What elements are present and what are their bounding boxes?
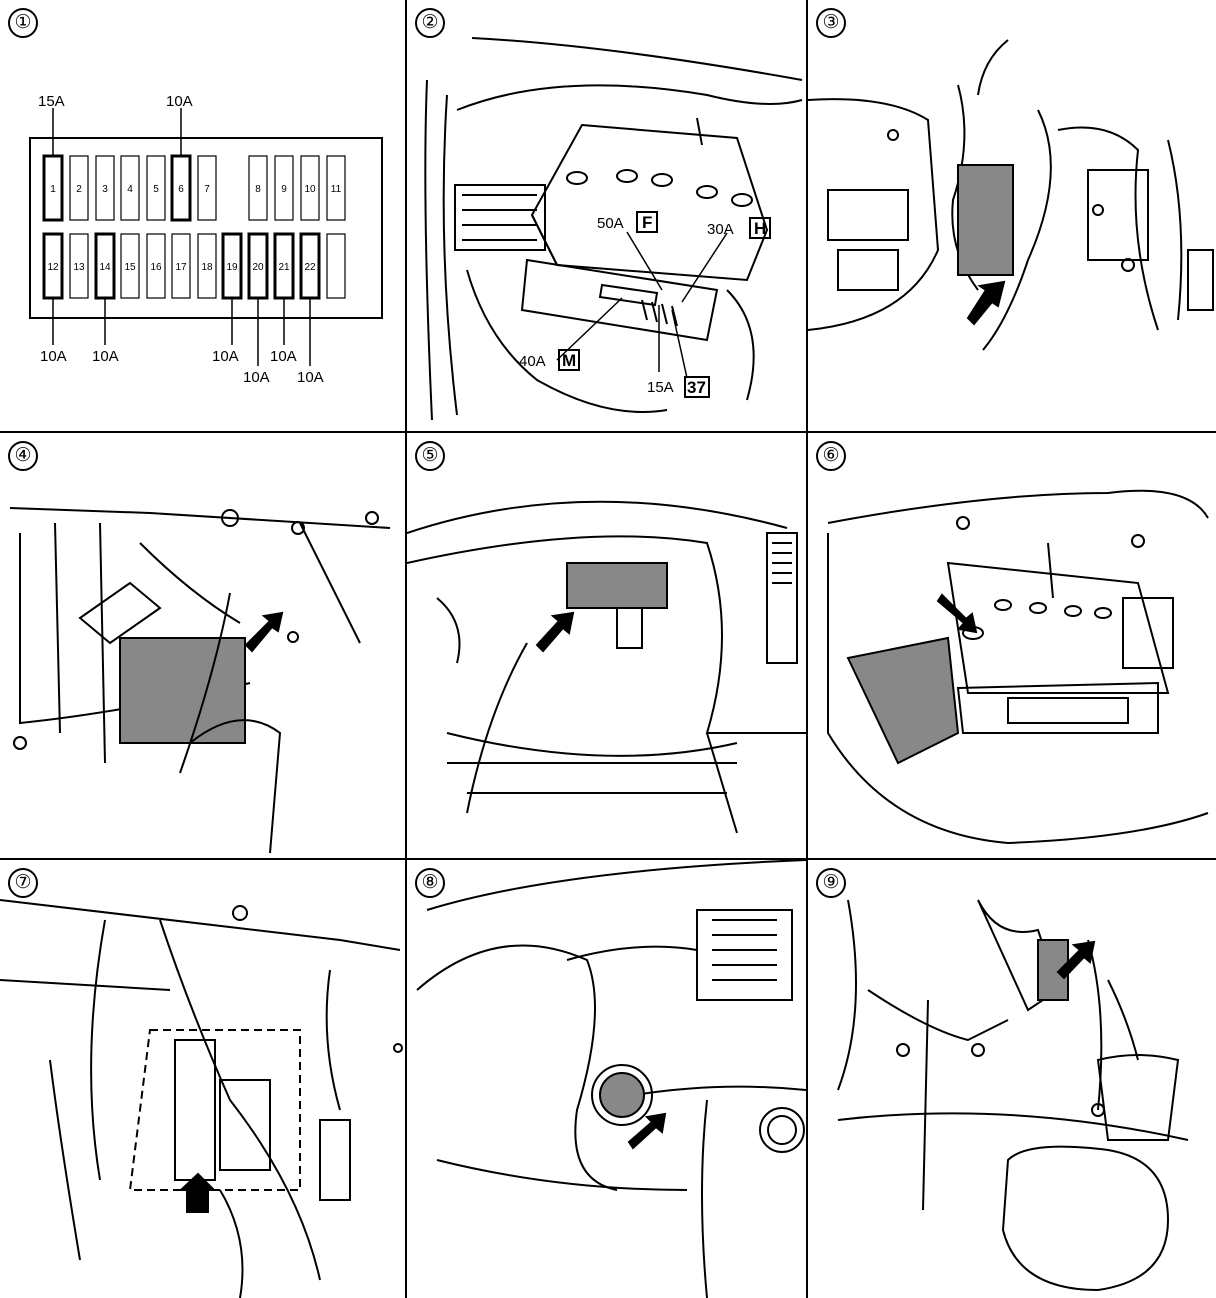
panel-9-pedal-sensor: ⑨ (808, 860, 1216, 1298)
panel-number: ⑦ (8, 868, 38, 898)
fuse-slot-number: 7 (204, 184, 210, 195)
panel-8-knee-area: ⑧ (407, 860, 806, 1298)
fuse-slot-number: 17 (175, 262, 187, 273)
panel-3-connector: ③ (808, 0, 1216, 431)
fuse-20-rating: 10A (243, 369, 270, 386)
fuse-40a-rating: 40A (519, 353, 546, 370)
knee-area-drawing (416, 860, 806, 1298)
fuse-50a-rating: 50A (597, 215, 624, 232)
fuse-37-code: 37 (687, 378, 706, 397)
fuse-slot-number: 12 (47, 262, 59, 273)
fuse-slot-number: 1 (50, 184, 56, 195)
fuse-slot-17 (171, 233, 191, 299)
fuse-slot-number: 6 (178, 184, 184, 195)
fuse-slot-number: 20 (252, 262, 264, 273)
panel-number: ⑧ (415, 868, 445, 898)
fuse-slot-4 (120, 155, 140, 221)
panel-6-relay-box: ⑥ (808, 433, 1216, 858)
fuse-slot-11 (326, 155, 346, 221)
fuse-slot-number: 5 (153, 184, 159, 195)
divider-v1 (405, 0, 407, 1298)
panel-number: ④ (8, 441, 38, 471)
fuse-12-rating: 10A (40, 348, 67, 365)
fuse-slot-number: 22 (304, 262, 316, 273)
fuse-19-rating: 10A (212, 348, 239, 365)
fuse-slot-13 (69, 233, 89, 299)
panel-5-dash-module: ⑤ (407, 433, 806, 858)
fuse-22-rating: 10A (297, 369, 324, 386)
fuse-slot-number: 3 (102, 184, 108, 195)
fuse-slot-number: 19 (226, 262, 238, 273)
panel-number: ⑥ (816, 441, 846, 471)
fuse-slot-number: 18 (201, 262, 213, 273)
fuse-6-rating: 10A (166, 93, 193, 110)
fuse-m-code: M (562, 351, 576, 370)
fuse-slot-blank (326, 233, 346, 299)
fuse-slot-number: 16 (150, 262, 162, 273)
panel-number: ① (8, 8, 38, 38)
fuse-f-code: F (642, 213, 652, 232)
pedal-sensor-drawing (837, 899, 1189, 1292)
fuse-21-rating: 10A (270, 348, 297, 365)
fuse-slot-8 (248, 155, 268, 221)
engine-bay-drawing (424, 37, 803, 421)
battery-fuse-labels: 50A F 30A H 40A M 15A 37 (519, 213, 766, 397)
fuse-slot-9 (274, 155, 294, 221)
fuse-slot-number: 14 (99, 262, 111, 273)
divider-v2 (806, 0, 808, 1298)
panel-7-under-dash: ⑦ (0, 860, 405, 1298)
fuse-slot-7 (197, 155, 217, 221)
panel-2-battery-fuses: ② (407, 0, 806, 431)
fuse-slot-number: 8 (255, 184, 261, 195)
panel-number: ③ (816, 8, 846, 38)
panel-4-module: ④ (0, 433, 405, 858)
fuse-1-rating: 15A (38, 93, 65, 110)
panel-number: ⑨ (816, 868, 846, 898)
fuse-slot-16 (146, 233, 166, 299)
fuse-slot-number: 2 (76, 184, 82, 195)
fuse-slot-15 (120, 233, 140, 299)
fuse-slot-number: 21 (278, 262, 290, 273)
divider-h2 (0, 858, 1216, 860)
fuse-h-code: H (754, 219, 766, 238)
fuse-slot-2 (69, 155, 89, 221)
module-location-drawing (9, 507, 391, 854)
connector-location-drawing (808, 39, 1214, 351)
fuse-15a-rating: 15A (647, 379, 674, 396)
fuse-slot-number: 15 (124, 262, 136, 273)
fuse-slot-3 (95, 155, 115, 221)
panel-number: ② (415, 8, 445, 38)
fuse-slot-5 (146, 155, 166, 221)
under-dash-drawing (0, 899, 403, 1298)
dash-module-drawing (407, 500, 806, 834)
fuse-slot-number: 11 (331, 184, 342, 195)
fuse-slot-number: 4 (127, 184, 133, 195)
fuse-30a-rating: 30A (707, 221, 734, 238)
panel-number: ⑤ (415, 441, 445, 471)
fuse-slot-number: 10 (304, 184, 316, 195)
fuse-slot-number: 9 (281, 184, 287, 195)
fuse-slot-10 (300, 155, 320, 221)
divider-h1 (0, 431, 1216, 433)
fuse-slot-18 (197, 233, 217, 299)
fuse-14-rating: 10A (92, 348, 119, 365)
fuse-slot-number: 13 (73, 262, 85, 273)
relay-box-drawing (827, 489, 1209, 845)
